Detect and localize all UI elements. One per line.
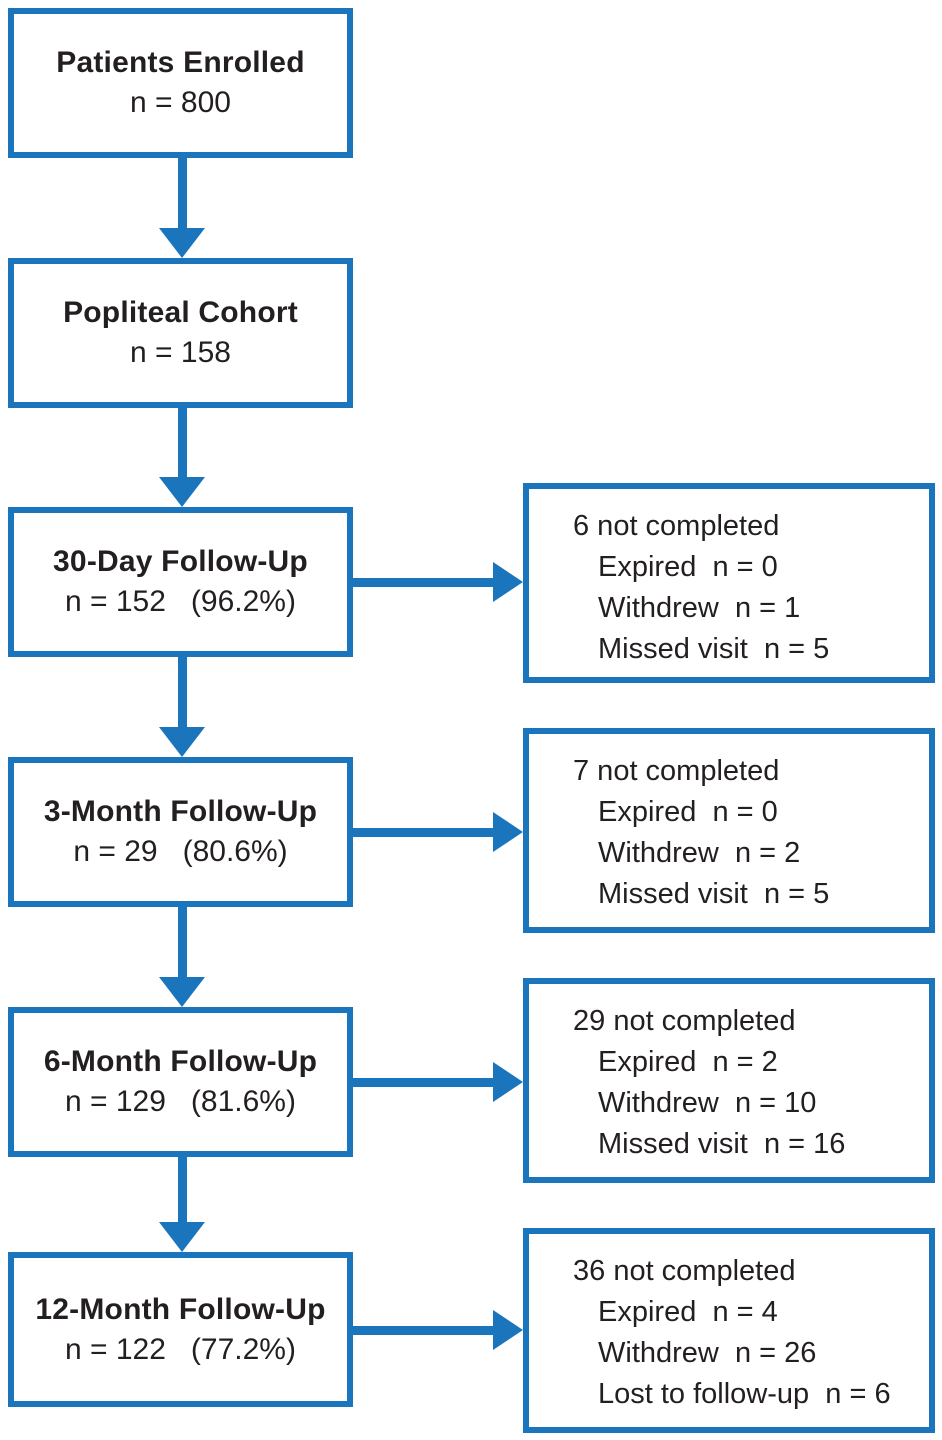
arrow-head-down-icon xyxy=(159,1222,205,1252)
arrow-head-down-icon xyxy=(159,727,205,757)
side-box-header: 7 not completed xyxy=(573,755,780,787)
box-title: Popliteal Cohort xyxy=(63,296,298,329)
box-title: 12-Month Follow-Up xyxy=(35,1292,326,1326)
arrow-stem xyxy=(178,158,187,228)
side-box-header: 6 not completed xyxy=(573,510,780,542)
side-box-item: Expired n = 0 xyxy=(598,551,778,583)
arrow-stem xyxy=(178,1157,187,1222)
arrow-stem xyxy=(350,828,495,837)
side-box-3-month-not-completed: 7 not completed Expired n = 0 Withdrew n… xyxy=(523,728,935,933)
arrow-head-down-icon xyxy=(159,228,205,258)
side-box-item: Missed visit n = 5 xyxy=(598,633,830,665)
side-box-item: Lost to follow-up n = 6 xyxy=(598,1378,891,1410)
arrow-head-right-icon xyxy=(493,812,523,852)
box-count: n = 158 xyxy=(130,336,231,369)
arrow-head-down-icon xyxy=(159,977,205,1007)
arrow-stem xyxy=(178,657,187,727)
flow-box-12-month-follow-up: 12-Month Follow-Up n = 122 (77.2%) xyxy=(8,1252,353,1407)
side-box-item: Expired n = 4 xyxy=(598,1296,778,1328)
arrow-head-right-icon xyxy=(493,1310,523,1350)
flow-box-30-day-follow-up: 30-Day Follow-Up n = 152 (96.2%) xyxy=(8,507,353,657)
flow-box-6-month-follow-up: 6-Month Follow-Up n = 129 (81.6%) xyxy=(8,1007,353,1157)
side-box-12-month-not-completed: 36 not completed Expired n = 4 Withdrew … xyxy=(523,1228,935,1433)
box-count: n = 122 (77.2%) xyxy=(65,1332,296,1366)
side-box-30-day-not-completed: 6 not completed Expired n = 0 Withdrew n… xyxy=(523,483,935,683)
side-box-header: 36 not completed xyxy=(573,1255,796,1287)
side-box-6-month-not-completed: 29 not completed Expired n = 2 Withdrew … xyxy=(523,978,935,1183)
arrow-stem xyxy=(178,907,187,977)
side-box-item: Expired n = 2 xyxy=(598,1046,778,1078)
side-box-item: Expired n = 0 xyxy=(598,796,778,828)
box-title: 3-Month Follow-Up xyxy=(43,795,318,828)
box-title: Patients Enrolled xyxy=(56,46,305,79)
box-title: 30-Day Follow-Up xyxy=(53,545,308,578)
flow-box-patients-enrolled: Patients Enrolled n = 800 xyxy=(8,8,353,158)
arrow-stem xyxy=(350,1326,495,1335)
arrow-stem xyxy=(350,1078,495,1087)
box-count: n = 29 (80.6%) xyxy=(73,835,288,868)
arrow-head-down-icon xyxy=(159,477,205,507)
arrow-stem xyxy=(178,408,187,477)
box-count: n = 800 xyxy=(130,86,231,119)
arrow-head-right-icon xyxy=(493,1062,523,1102)
flow-box-popliteal-cohort: Popliteal Cohort n = 158 xyxy=(8,258,353,408)
arrow-head-right-icon xyxy=(493,562,523,602)
side-box-item: Missed visit n = 16 xyxy=(598,1128,846,1160)
side-box-header: 29 not completed xyxy=(573,1005,796,1037)
side-box-item: Withdrew n = 2 xyxy=(598,837,801,869)
arrow-stem xyxy=(350,578,495,587)
box-count: n = 129 (81.6%) xyxy=(65,1085,296,1118)
side-box-item: Withdrew n = 26 xyxy=(598,1337,817,1369)
box-title: 6-Month Follow-Up xyxy=(43,1045,318,1078)
side-box-item: Withdrew n = 10 xyxy=(598,1087,817,1119)
side-box-item: Missed visit n = 5 xyxy=(598,878,830,910)
box-count: n = 152 (96.2%) xyxy=(65,585,296,618)
flow-box-3-month-follow-up: 3-Month Follow-Up n = 29 (80.6%) xyxy=(8,757,353,907)
side-box-item: Withdrew n = 1 xyxy=(598,592,801,624)
